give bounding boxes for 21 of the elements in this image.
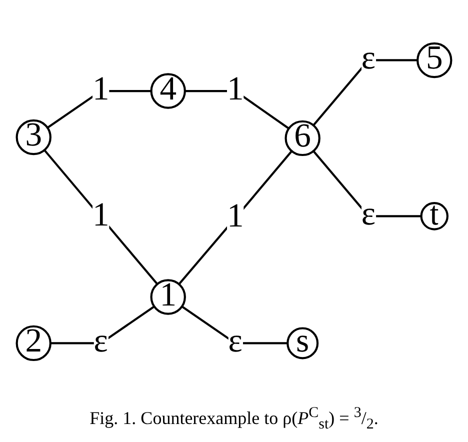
connector [44,149,158,285]
edge-label: 1 [92,72,110,108]
edge-label: 1 [226,72,244,108]
connector [178,150,293,285]
edge-label: 1 [226,199,244,235]
node-circle: 1 [150,279,186,315]
connector [50,306,155,344]
node-circle: 4 [150,73,186,109]
figure-caption: Fig. 1. Counterexample to ρ(P$^{C}$$_{st}$) = $^{3}$/$_{2}$. [88,404,380,435]
edge-label: 1 [92,198,110,234]
edge-label: ε [361,41,376,78]
edge-label: ε [94,324,108,360]
node-circle: 2 [16,325,52,362]
node-circle: 3 [16,119,52,156]
node-circle: 5 [416,42,452,78]
node-circle: t [420,202,449,230]
connector [181,306,288,344]
node-circle: s [286,327,319,360]
node-circle: 6 [284,120,320,156]
edge-label: ε [361,197,376,233]
edge-label: ε [228,324,242,360]
